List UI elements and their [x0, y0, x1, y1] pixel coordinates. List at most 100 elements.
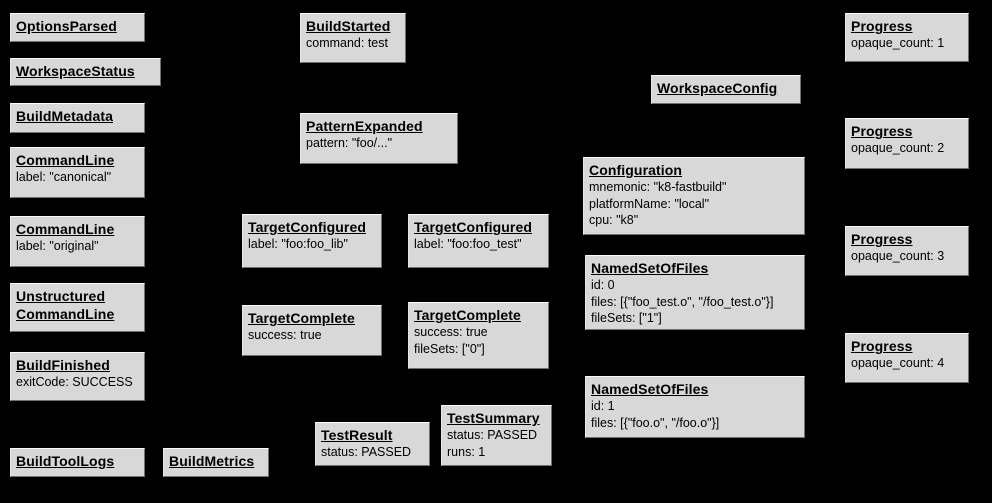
- event-node-target-complete-foo-test: TargetComplete success: true fileSets: ["0…: [408, 302, 549, 369]
- node-title: WorkspaceConfig: [657, 79, 795, 97]
- node-title: Progress: [851, 337, 963, 355]
- event-node-build-finished: BuildFinished exitCode: SUCCESS: [10, 352, 145, 401]
- event-node-workspace-status: WorkspaceStatus: [10, 58, 161, 86]
- event-node-workspace-config: WorkspaceConfig: [651, 75, 801, 104]
- node-title-line: NamedSetOfFiles: [591, 260, 709, 276]
- node-title-line: TargetComplete: [248, 310, 355, 326]
- event-node-test-result: TestResult status: PASSED: [315, 422, 430, 466]
- node-title: TargetComplete: [414, 306, 543, 324]
- node-field: label: "foo:foo_lib": [248, 237, 348, 251]
- node-field: success: true: [248, 328, 322, 342]
- event-node-build-metadata: BuildMetadata: [10, 103, 145, 133]
- event-node-progress-3: Progress opaque_count: 3: [845, 226, 969, 276]
- node-field: label: "original": [16, 239, 99, 253]
- event-node-named-set-of-files-1: NamedSetOfFiles id: 1 files: [{"foo.o", "/…: [585, 376, 805, 438]
- node-title-line: BuildStarted: [306, 18, 391, 34]
- node-title-line: CommandLine: [16, 221, 115, 237]
- node-title-line: Progress: [851, 338, 913, 354]
- node-field: label: "foo:foo_test": [414, 237, 522, 251]
- node-field: id: 1: [591, 399, 615, 413]
- node-title-line: TestSummary: [447, 410, 540, 426]
- node-field: files: [{"foo.o", "/foo.o"}]: [591, 415, 720, 430]
- node-title-line: CommandLine: [16, 152, 115, 168]
- node-title: Progress: [851, 230, 963, 248]
- node-title-line: WorkspaceStatus: [16, 63, 135, 79]
- node-title: PatternExpanded: [306, 117, 452, 135]
- node-title: BuildFinished: [16, 356, 139, 374]
- node-title-line: NamedSetOfFiles: [591, 381, 709, 397]
- node-field: status: PASSED: [321, 445, 412, 459]
- node-title: TargetConfigured: [248, 218, 376, 236]
- node-title: BuildToolLogs: [16, 452, 139, 470]
- node-title: WorkspaceStatus: [16, 62, 155, 80]
- node-title-line: BuildFinished: [16, 357, 110, 373]
- event-node-target-configured-foo-lib: TargetConfigured label: "foo:foo_lib": [242, 214, 382, 268]
- event-node-progress-2: Progress opaque_count: 2: [845, 118, 969, 169]
- node-field: opaque_count: 3: [851, 249, 945, 263]
- node-title-line: PatternExpanded: [306, 118, 423, 134]
- node-field: mnemonic: "k8-fastbuild": [589, 180, 727, 194]
- event-node-build-metrics: BuildMetrics: [163, 448, 269, 477]
- node-title: Configuration: [589, 161, 799, 179]
- node-field: command: test: [306, 36, 388, 50]
- node-title-line: CommandLine: [16, 306, 115, 322]
- node-title-line: WorkspaceConfig: [657, 80, 778, 96]
- node-title-line: OptionsParsed: [16, 18, 117, 34]
- node-field: runs: 1: [447, 444, 486, 459]
- node-title: BuildMetadata: [16, 107, 139, 125]
- node-field: files: [{"foo_test.o", "/foo_test.o"}]: [591, 294, 774, 309]
- event-node-target-configured-foo-test: TargetConfigured label: "foo:foo_test": [408, 214, 549, 268]
- node-title: TargetConfigured: [414, 218, 543, 236]
- node-field: opaque_count: 1: [851, 36, 945, 50]
- node-title-line: TestResult: [321, 427, 393, 443]
- node-title-line: BuildMetrics: [169, 453, 255, 469]
- node-title-line: Progress: [851, 123, 913, 139]
- node-field: label: "canonical": [16, 170, 112, 184]
- node-title: Progress: [851, 122, 963, 140]
- event-node-command-line-original: CommandLine label: "original": [10, 216, 145, 267]
- node-field: success: true: [414, 325, 488, 339]
- event-node-pattern-expanded: PatternExpanded pattern: "foo/...": [300, 113, 458, 164]
- node-title-line: TargetConfigured: [414, 219, 533, 235]
- event-node-test-summary: TestSummary status: PASSED runs: 1: [441, 405, 552, 466]
- node-field: fileSets: ["1"]: [591, 311, 662, 325]
- node-field: exitCode: SUCCESS: [16, 375, 133, 389]
- node-title: BuildMetrics: [169, 452, 263, 470]
- node-field: opaque_count: 4: [851, 356, 945, 370]
- node-title: TestSummary: [447, 409, 546, 427]
- node-title: NamedSetOfFiles: [591, 380, 799, 398]
- node-title: OptionsParsed: [16, 17, 139, 35]
- event-node-build-started: BuildStarted command: test: [300, 13, 406, 63]
- event-node-progress-1: Progress opaque_count: 1: [845, 13, 969, 62]
- node-field: opaque_count: 2: [851, 141, 945, 155]
- node-title: TargetComplete: [248, 309, 376, 327]
- event-node-progress-4: Progress opaque_count: 4: [845, 333, 969, 383]
- node-title-line: TargetConfigured: [248, 219, 367, 235]
- event-node-options-parsed: OptionsParsed: [10, 13, 145, 42]
- node-title-line: Unstructured: [16, 288, 106, 304]
- node-field: platformName: "local": [589, 196, 710, 211]
- node-title: CommandLine: [16, 151, 139, 169]
- node-title: Progress: [851, 17, 963, 35]
- event-node-target-complete-foo-lib: TargetComplete success: true: [242, 305, 382, 356]
- node-title-line: BuildMetadata: [16, 108, 113, 124]
- node-field: id: 0: [591, 278, 615, 292]
- node-field: status: PASSED: [447, 428, 538, 442]
- node-title-line: TargetComplete: [414, 307, 521, 323]
- node-title-line: Configuration: [589, 162, 683, 178]
- event-node-build-tool-logs: BuildToolLogs: [10, 448, 145, 477]
- node-title: BuildStarted: [306, 17, 400, 35]
- node-title: NamedSetOfFiles: [591, 259, 799, 277]
- node-field: cpu: "k8": [589, 213, 639, 227]
- node-title: CommandLine: [16, 220, 139, 238]
- event-node-command-line-canonical: CommandLine label: "canonical": [10, 147, 145, 198]
- node-title: TestResult: [321, 426, 424, 444]
- node-title-line: Progress: [851, 18, 913, 34]
- node-field: fileSets: ["0"]: [414, 341, 485, 356]
- node-title-line: Progress: [851, 231, 913, 247]
- node-field: pattern: "foo/...": [306, 136, 393, 150]
- event-node-named-set-of-files-0: NamedSetOfFiles id: 0 files: [{"foo_test.o…: [585, 255, 805, 330]
- event-node-configuration: Configuration mnemonic: "k8-fastbuild" pla…: [583, 157, 805, 235]
